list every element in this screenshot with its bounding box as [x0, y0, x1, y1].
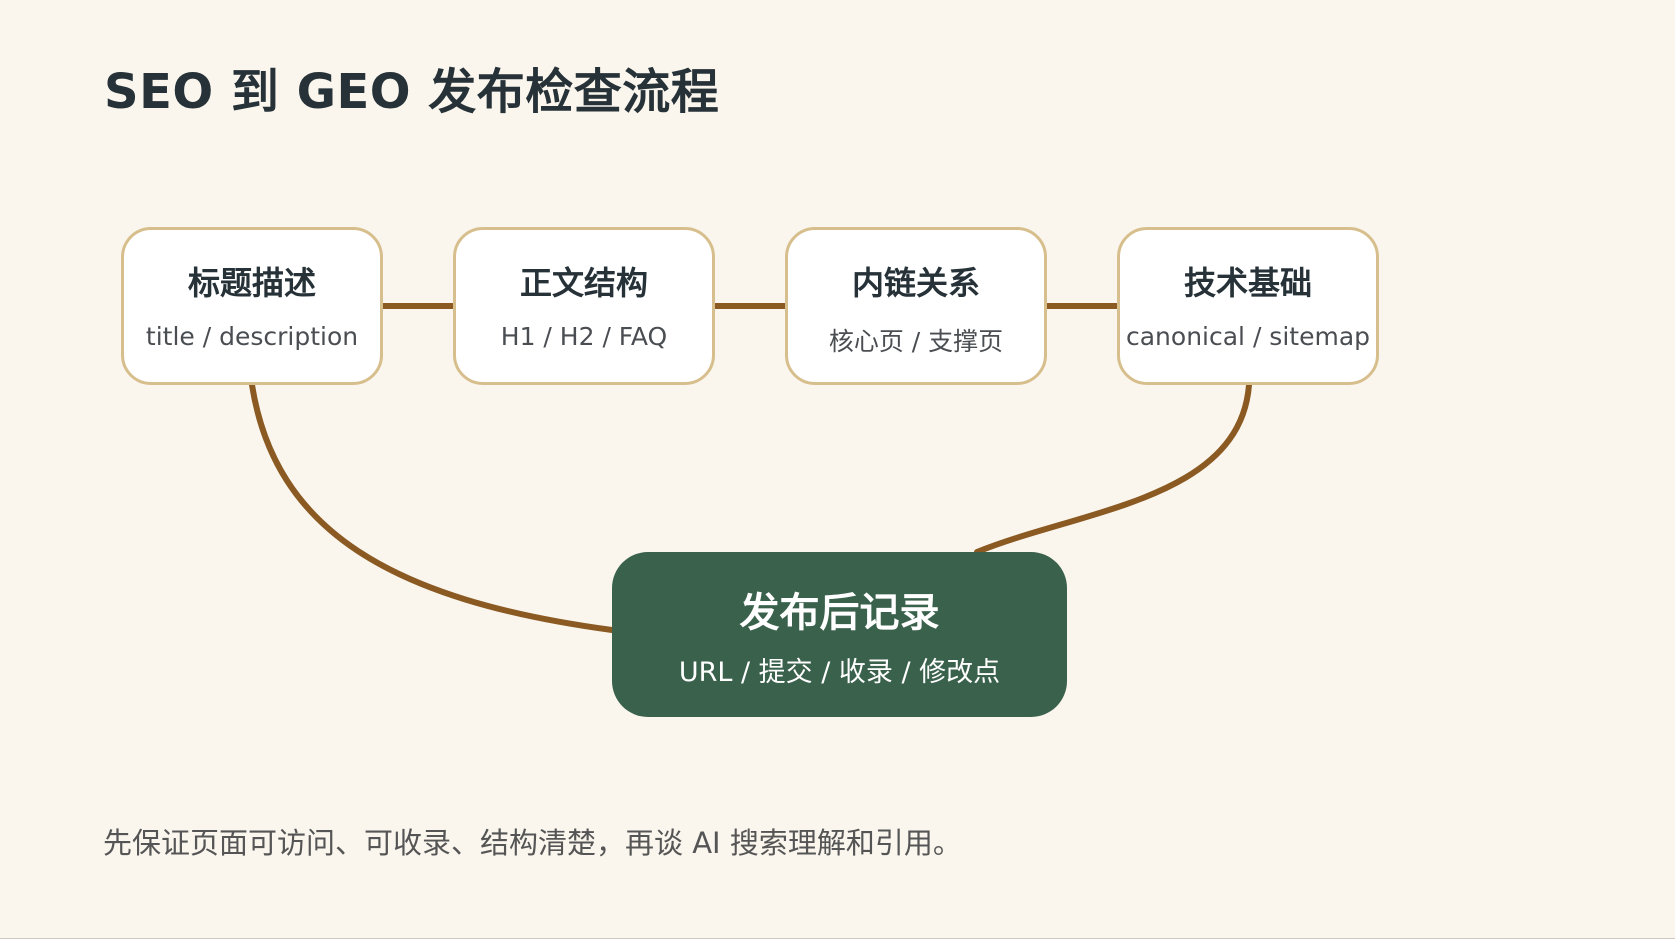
connector-step1-final	[249, 382, 615, 633]
step-subtitle: 核心页 / 支撑页	[828, 327, 1004, 356]
step-title: 内链关系	[851, 264, 980, 302]
footer-note: 先保证页面可访问、可收录、结构清楚，再谈 AI 搜索理解和引用。	[103, 826, 962, 860]
connector-step4-final	[974, 382, 1252, 555]
step-title: 技术基础	[1183, 264, 1312, 302]
step-node-internal-links: 内链关系 核心页 / 支撑页	[785, 227, 1047, 385]
step-node-title-description: 标题描述 title / description	[121, 227, 383, 385]
page-title: SEO 到 GEO 发布检查流程	[104, 64, 720, 120]
final-title: 发布后记录	[739, 590, 940, 636]
final-subtitle: URL / 提交 / 收录 / 修改点	[678, 657, 1001, 688]
step-title: 正文结构	[519, 264, 648, 302]
step-node-technical-basics: 技术基础 canonical / sitemap	[1117, 227, 1379, 385]
step-subtitle: H1 / H2 / FAQ	[500, 322, 668, 351]
step-subtitle: canonical / sitemap	[1125, 322, 1371, 351]
step-title: 标题描述	[187, 264, 316, 302]
step-node-content-structure: 正文结构 H1 / H2 / FAQ	[453, 227, 715, 385]
step-subtitle: title / description	[145, 322, 359, 351]
final-node-post-publish-record: 发布后记录 URL / 提交 / 收录 / 修改点	[612, 552, 1067, 717]
